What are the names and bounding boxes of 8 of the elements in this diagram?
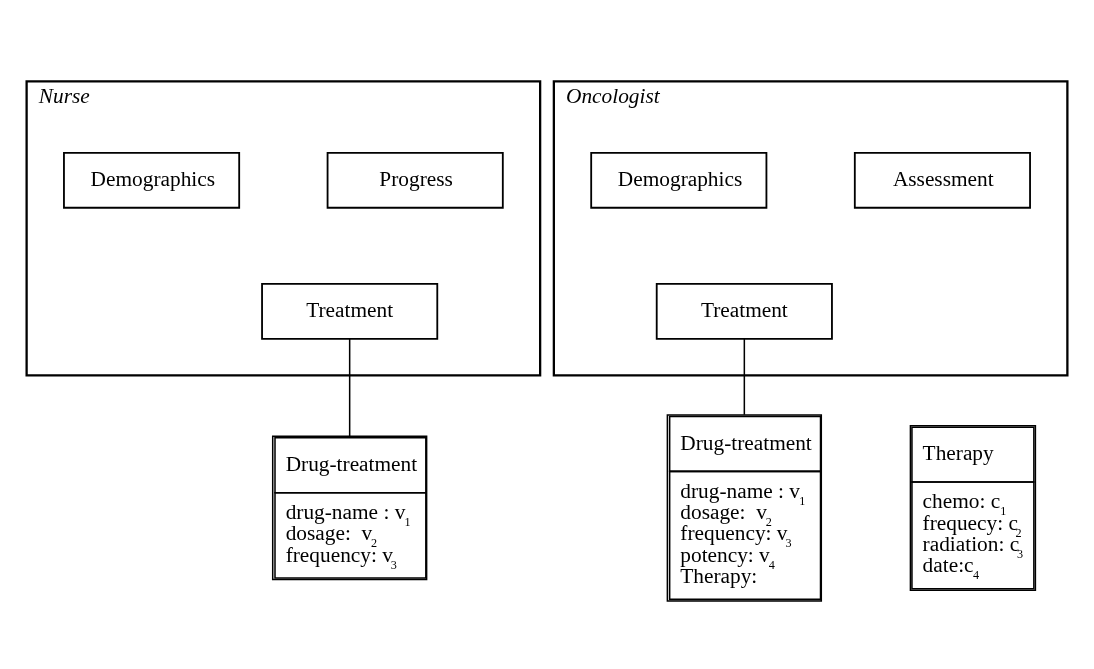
node-box: Treatment — [655, 282, 833, 340]
node-box: Demographics — [63, 151, 241, 209]
node-box: Assessment — [853, 151, 1031, 209]
node-box: Demographics — [590, 151, 768, 209]
node-box: Progress — [326, 151, 504, 209]
connector — [743, 337, 746, 415]
connector — [348, 337, 351, 437]
node-box: Treatment — [261, 282, 439, 340]
